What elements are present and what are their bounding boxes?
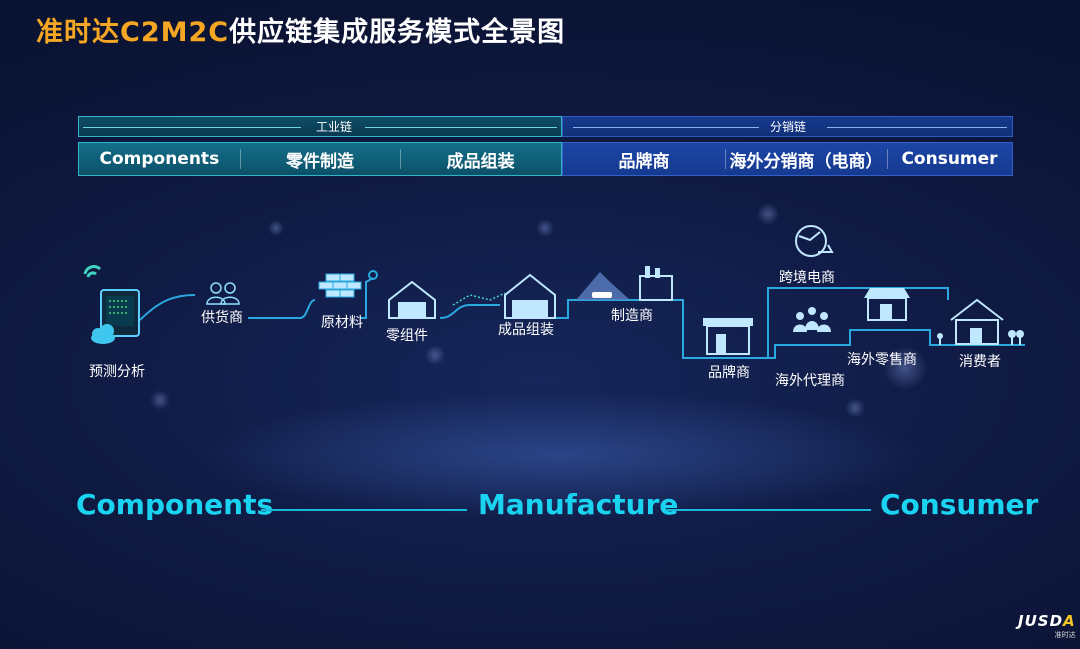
industry-stage-row: Components 零件制造 成品组装 (78, 142, 562, 176)
forecast-tablet-icon (83, 265, 140, 344)
node-cross-border: 跨境电商 (779, 270, 835, 286)
agent-people-icon (793, 307, 831, 332)
bokeh-dot (425, 345, 445, 365)
node-supplier: 供货商 (201, 310, 243, 326)
node-manufacturer: 制造商 (611, 308, 653, 324)
stage-assembly: 成品组装 (400, 143, 561, 175)
bokeh-dot (536, 219, 554, 237)
node-agent: 海外代理商 (775, 373, 845, 389)
distribution-chain-line-right (827, 127, 1007, 128)
bottom-label-manufacture: Manufacture (478, 488, 679, 521)
distribution-chain-bar: 分销链 (562, 116, 1013, 137)
stage-parts-manufacturing: 零件制造 (239, 143, 401, 175)
node-consumer: 消费者 (959, 354, 1001, 370)
title-rest: 供应链集成服务模式全景图 (229, 17, 566, 48)
node-retailer: 海外零售商 (847, 352, 917, 368)
connector-ring (368, 270, 378, 280)
stage-consumer: Consumer (887, 143, 1012, 175)
bokeh-dot (845, 398, 865, 418)
industry-chain-bar: 工业链 (78, 116, 562, 137)
supplier-people-icon (206, 282, 240, 305)
parts-warehouse-icon (388, 280, 436, 319)
manufacturer-factory-icon (576, 266, 673, 301)
bottom-connector-right (665, 509, 871, 511)
bottom-connector-left (261, 509, 467, 511)
logo-sub: 准时达 (1054, 631, 1076, 639)
bokeh-dot (757, 203, 779, 225)
distribution-chain-line-left (573, 127, 759, 128)
consumer-house-icon (937, 298, 1024, 345)
brand-store-icon (703, 318, 753, 355)
bottom-label-components: Components (76, 488, 274, 521)
distribution-stage-row: 品牌商 海外分销商（电商） Consumer (562, 142, 1013, 176)
logo-main-x: A (1063, 612, 1076, 630)
stage-components: Components (99, 149, 220, 169)
retailer-shop-icon (864, 288, 910, 321)
assembly-factory-icon (452, 273, 556, 319)
raw-material-bars-icon (318, 273, 362, 298)
page-title: 准时达C2M2C供应链集成服务模式全景图 (36, 10, 565, 49)
node-raw-material: 原材料 (321, 315, 363, 331)
node-brand: 品牌商 (708, 365, 750, 381)
cross-border-globe-icon (795, 225, 834, 257)
bokeh-dot (883, 346, 927, 390)
logo-main-a: JUSD (1018, 612, 1064, 630)
flow-path (139, 277, 1025, 359)
node-assembly: 成品组装 (498, 322, 554, 338)
title-accent: 准时达C2M2C (36, 17, 230, 48)
industry-chain-label: 工业链 (316, 120, 353, 134)
industry-chain-line-left (83, 127, 301, 128)
bokeh-dot (150, 390, 170, 410)
industry-chain-line-right (365, 127, 557, 128)
stage-overseas-distributor: 海外分销商（电商） (725, 143, 887, 175)
node-forecast: 预测分析 (89, 364, 145, 380)
distribution-chain-label: 分销链 (770, 120, 807, 134)
node-parts: 零组件 (386, 328, 428, 344)
stage-brand: 品牌商 (618, 151, 670, 172)
bottom-label-consumer: Consumer (880, 488, 1039, 521)
bokeh-dot (268, 220, 284, 236)
